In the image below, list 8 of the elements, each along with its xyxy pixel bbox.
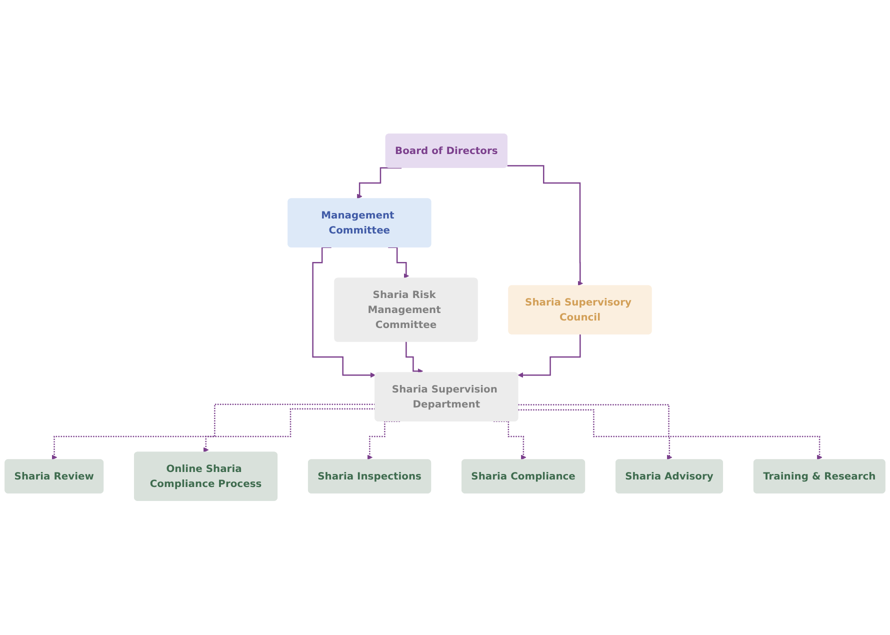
- arrow: [406, 341, 424, 374]
- arrow: [507, 165, 583, 286]
- arrow: [518, 334, 581, 378]
- arrow: [518, 404, 822, 460]
- arrow: [203, 408, 376, 453]
- arrow: [518, 409, 672, 460]
- arrow: [312, 246, 376, 378]
- arrow: [52, 404, 376, 460]
